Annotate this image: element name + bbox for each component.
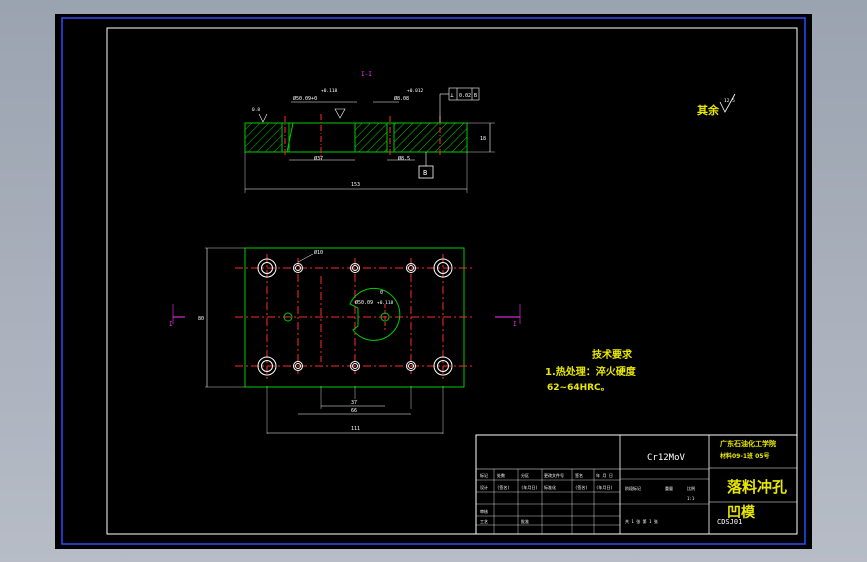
part-name: 落料冲孔 [727,478,787,496]
roughness-rest-label: 其余 [697,103,720,117]
pin-hole [293,263,303,273]
svg-text:(签名): (签名) [497,484,510,490]
tech-line-1: 1.热处理：淬火硬度 [545,365,637,378]
bolt-hole [257,258,277,278]
svg-text:(年月日): (年月日) [521,484,538,490]
inner-frame [106,27,798,535]
dim-section-height: 18 [480,136,486,142]
tech-title: 技术要求 [592,348,633,361]
roughness-symbol-mid [334,108,346,119]
material: Cr12MoV [647,453,686,463]
tech-requirements: 技术要求 1.热处理：淬火硬度 62~64HRC。 [545,348,637,393]
plan-view: 80 Ø10 Ø50.09 +0.118 0 37 66 111 I I [169,247,521,434]
datum-box [418,165,434,179]
svg-text:批准: 批准 [521,518,529,524]
svg-text:B: B [474,93,477,99]
svg-text:签名: 签名 [575,472,583,478]
die-opening [349,287,401,341]
dim-plan-37: 37 [351,400,357,406]
svg-text:⊥: ⊥ [450,92,454,99]
dim-plan-hole-top: Ø10 [314,249,323,256]
svg-text:比例: 比例 [687,485,695,491]
section-view: I-I Ø50.09+0 +0.118 Ø8.08 +0.012 0.8 ⊥ 0… [244,71,495,193]
dim-section-right: Ø8.08 [394,95,409,102]
svg-text:分区: 分区 [521,472,529,478]
section-hatch-mid [354,122,388,153]
cut-mark-left: I [169,321,173,328]
svg-text:阶段标记: 阶段标记 [625,485,641,491]
svg-text:处数: 处数 [497,472,505,478]
cad-viewport[interactable]: I-I Ø50.09+0 +0.118 Ø8.08 +0.012 0.8 ⊥ 0… [55,14,812,549]
svg-text:更改文件号: 更改文件号 [544,472,564,478]
bolt-hole [433,258,453,278]
title-block: 标记 处数 分区 更改文件号 签名 年 月 日 设计 (签名) (年月日) 标准… [475,434,798,535]
punch-hole [380,312,390,322]
svg-text:+0.012: +0.012 [407,88,424,94]
dim-section-bottom-left: Ø37 [314,155,323,162]
svg-text:重量: 重量 [665,485,673,491]
sheet-info: 共 1 张 第 1 张 [625,518,658,524]
class-id: 材料09-1班 05号 [719,452,769,460]
svg-text:(签名): (签名) [575,484,588,490]
dim-plan-height: 80 [198,316,204,322]
dim-section-total: 153 [351,182,360,188]
section-label: I-I [361,71,372,78]
svg-text:1:1: 1:1 [687,496,695,501]
svg-text:B: B [423,169,427,177]
pin-hole [406,263,416,273]
tech-line-2: 62~64HRC。 [547,383,610,393]
dim-plan-111: 111 [351,426,360,432]
pin-hole [293,361,303,371]
dim-plan-hole-mid: Ø50.09 [355,299,373,306]
part-name-2: 凹模 [727,504,756,521]
pilot-hole [283,312,293,322]
pin-hole [350,263,360,273]
dim-section-left: Ø50.09+0 [293,95,317,102]
svg-text:标准化: 标准化 [544,484,556,490]
svg-text:工艺: 工艺 [480,519,488,524]
dim-plan-66: 66 [351,408,357,414]
svg-text:设计: 设计 [480,484,488,490]
pin-hole [406,361,416,371]
section-hatch-left [244,122,283,153]
section-hatch-right [393,122,468,153]
dim-section-bottom-right: Ø8.5 [398,155,410,162]
svg-text:0: 0 [380,290,383,296]
drawing-number: CDSJ01 [717,518,742,526]
svg-text:(年月日): (年月日) [596,484,613,490]
bolt-hole [257,356,277,376]
bolt-hole [433,356,453,376]
cut-mark-right: I [513,321,517,328]
svg-text:审核: 审核 [480,508,488,514]
svg-text:标记: 标记 [480,472,488,478]
svg-text:+0.118: +0.118 [377,300,394,306]
svg-text:年 月 日: 年 月 日 [596,472,613,478]
pin-hole [350,361,360,371]
svg-text:0.02: 0.02 [459,93,471,99]
svg-text:12.5: 12.5 [724,98,735,104]
school-name: 广东石油化工学院 [720,439,776,448]
roughness-rest-symbol [719,93,736,113]
outer-frame [61,17,806,545]
roughness-left: 0.8 [252,107,260,113]
drawing-canvas: I-I Ø50.09+0 +0.118 Ø8.08 +0.012 0.8 ⊥ 0… [61,17,806,545]
svg-text:+0.118: +0.118 [321,88,338,94]
